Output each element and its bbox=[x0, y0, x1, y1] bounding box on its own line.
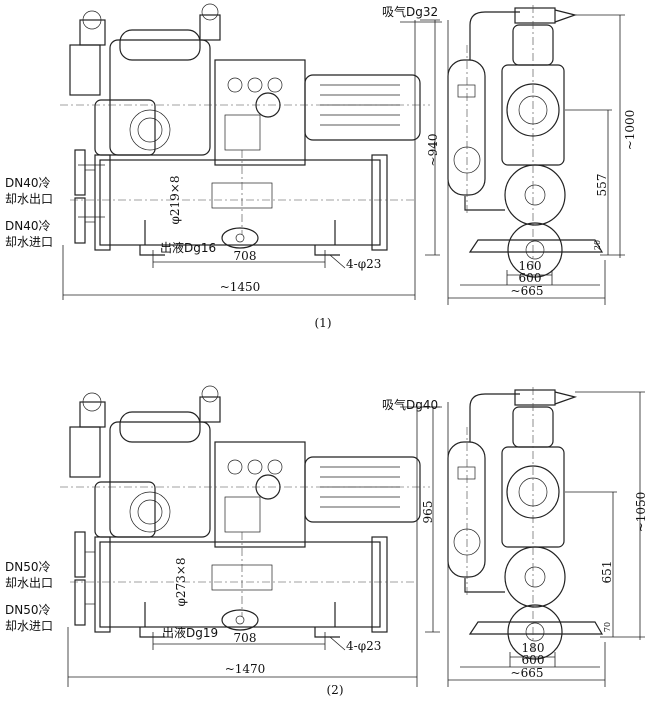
axis-height-label: 651 bbox=[600, 561, 614, 584]
liquid-outlet-label: 出液Dg19 bbox=[162, 625, 218, 640]
foot-span-label: 708 bbox=[234, 249, 257, 263]
height-total-label: ~940 bbox=[426, 134, 440, 167]
length-label: ~1450 bbox=[220, 280, 261, 294]
base-height-label: 20 bbox=[593, 240, 602, 250]
coolant-outlet-label-2: 却水出口 bbox=[5, 576, 53, 590]
base-inner-label: 160 bbox=[519, 259, 542, 273]
liquid-outlet-label: 出液Dg16 bbox=[160, 240, 216, 255]
axis-height-label: 557 bbox=[595, 174, 609, 197]
compressor-unit-drawing-1 bbox=[59, 3, 603, 278]
figure-1: 吸气Dg32 ~940 ~1000 557 20 DN40冷 却水出口 DN40… bbox=[5, 3, 637, 330]
height-total-label: 965 bbox=[421, 501, 435, 524]
coolant-outlet-label-1: DN50冷 bbox=[5, 560, 51, 574]
suction-label: 吸气Dg40 bbox=[382, 397, 438, 412]
shell-size-label: φ219×8 bbox=[168, 176, 182, 225]
suction-label: 吸气Dg32 bbox=[382, 4, 438, 19]
bolt-holes-label: 4-φ23 bbox=[346, 639, 381, 653]
figure-2: 吸气Dg40 965 ~1050 651 70 DN50冷 却水出口 DN50冷… bbox=[5, 385, 648, 697]
base-inner-label: 180 bbox=[522, 641, 545, 655]
height-side-label: ~1000 bbox=[623, 110, 637, 151]
length-label: ~1470 bbox=[225, 662, 266, 676]
shell-size-label: φ273×8 bbox=[174, 558, 188, 607]
coolant-outlet-label-1: DN40冷 bbox=[5, 176, 51, 190]
width-label: ~665 bbox=[511, 666, 544, 680]
figure-caption: (1) bbox=[315, 316, 332, 330]
base-mid-label: 600 bbox=[522, 653, 545, 667]
width-label: ~665 bbox=[511, 284, 544, 298]
compressor-unit-drawing-2 bbox=[59, 385, 603, 660]
bolt-holes-label: 4-φ23 bbox=[346, 257, 381, 271]
base-height-label: 70 bbox=[603, 622, 612, 632]
coolant-inlet-label-2: 却水进口 bbox=[5, 235, 53, 249]
coolant-inlet-label-1: DN40冷 bbox=[5, 219, 51, 233]
base-mid-label: 600 bbox=[519, 271, 542, 285]
height-side-label: ~1050 bbox=[634, 492, 648, 533]
coolant-inlet-label-1: DN50冷 bbox=[5, 603, 51, 617]
figure-caption: (2) bbox=[327, 683, 344, 697]
foot-span-label: 708 bbox=[234, 631, 257, 645]
coolant-outlet-label-2: 却水出口 bbox=[5, 192, 53, 206]
coolant-inlet-label-2: 却水进口 bbox=[5, 619, 53, 633]
